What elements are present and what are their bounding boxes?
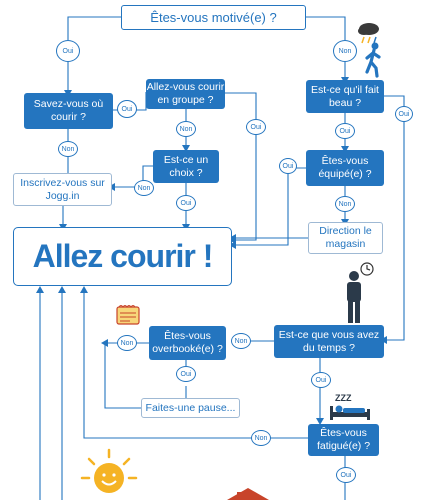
equipped-question: Êtes-vous équipé(e) ? xyxy=(306,150,384,186)
sign-up-box: Inscrivez-vous sur Jogg.in xyxy=(13,173,112,206)
time-question: Est-ce que vous avez du temps ? xyxy=(274,325,384,358)
no-pill: Non xyxy=(251,430,271,446)
start-question: Êtes-vous motivé(e) ? xyxy=(121,5,306,30)
pause-box: Faites-une pause... xyxy=(141,398,240,418)
agenda-icon xyxy=(116,305,140,325)
no-pill: Non xyxy=(231,333,251,349)
weather-question: Est-ce qu'il fait beau ? xyxy=(306,80,384,113)
no-pill: Non xyxy=(117,335,137,351)
busy-question: Êtes-vous overbooké(e) ? xyxy=(149,326,226,360)
yes-pill: Oui xyxy=(117,100,137,118)
yes-pill: Oui xyxy=(311,372,331,388)
yes-pill: Oui xyxy=(395,106,413,122)
running-person-icon xyxy=(365,42,381,78)
sun-icon xyxy=(80,448,138,493)
yes-pill: Oui xyxy=(56,40,80,62)
clock-icon xyxy=(360,262,374,276)
zzz-label: ZZZ xyxy=(335,393,352,403)
no-pill: Non xyxy=(134,180,154,196)
yes-pill: Oui xyxy=(336,467,356,483)
no-pill: Non xyxy=(333,40,357,62)
rain-cloud-icon xyxy=(358,23,379,44)
house-roof-icon xyxy=(227,488,269,500)
yes-pill: Oui xyxy=(246,119,266,135)
group-question: Allez-vous courir en groupe ? xyxy=(146,79,225,109)
yes-pill: Oui xyxy=(335,123,355,139)
yes-pill: Oui xyxy=(176,195,196,211)
sleeping-person-icon xyxy=(330,405,370,420)
go-running-box: Allez courir ! xyxy=(13,227,232,286)
no-pill: Non xyxy=(335,196,355,212)
standing-man-icon xyxy=(347,271,361,323)
store-box: Direction le magasin xyxy=(308,222,383,254)
yes-pill: Oui xyxy=(176,366,196,382)
know-where-question: Savez-vous où courir ? xyxy=(24,93,113,129)
yes-pill: Oui xyxy=(279,158,297,174)
no-pill: Non xyxy=(176,121,196,137)
no-pill: Non xyxy=(58,141,78,157)
tired-question: Êtes-vous fatigué(e) ? xyxy=(308,424,379,456)
choice-question: Est-ce un choix ? xyxy=(153,150,219,183)
